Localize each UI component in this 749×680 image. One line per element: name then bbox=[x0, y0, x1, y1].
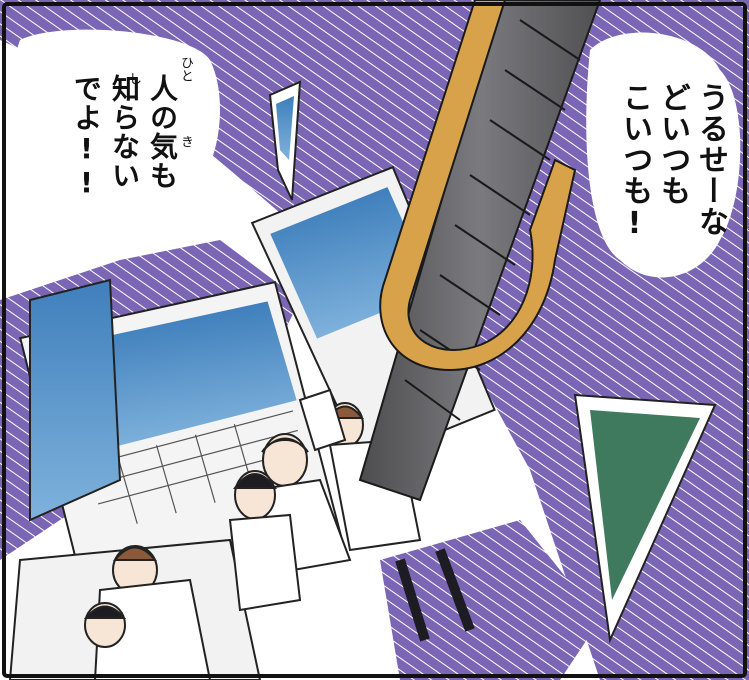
students-group bbox=[83, 388, 475, 680]
speech-left-line-1: 人の気も bbox=[146, 74, 179, 190]
green-triangle-fragment bbox=[573, 393, 717, 644]
speech-right-line-3: こいつも! bbox=[617, 82, 652, 242]
speech-left-line-3: でよ!! bbox=[70, 74, 103, 200]
ruby-shi: し bbox=[126, 72, 141, 85]
speech-left-line-2: 知らない bbox=[108, 74, 141, 190]
speech-right-line-2: どいつも bbox=[655, 82, 690, 206]
ruby-ki: き bbox=[178, 135, 193, 148]
box-cutter-knife bbox=[358, 0, 602, 502]
ruby-hito: ひと bbox=[178, 56, 193, 82]
speech-cloud-right bbox=[586, 32, 741, 278]
speech-cloud-left bbox=[11, 29, 220, 211]
speech-right-line-1: うるせーな bbox=[693, 82, 728, 237]
